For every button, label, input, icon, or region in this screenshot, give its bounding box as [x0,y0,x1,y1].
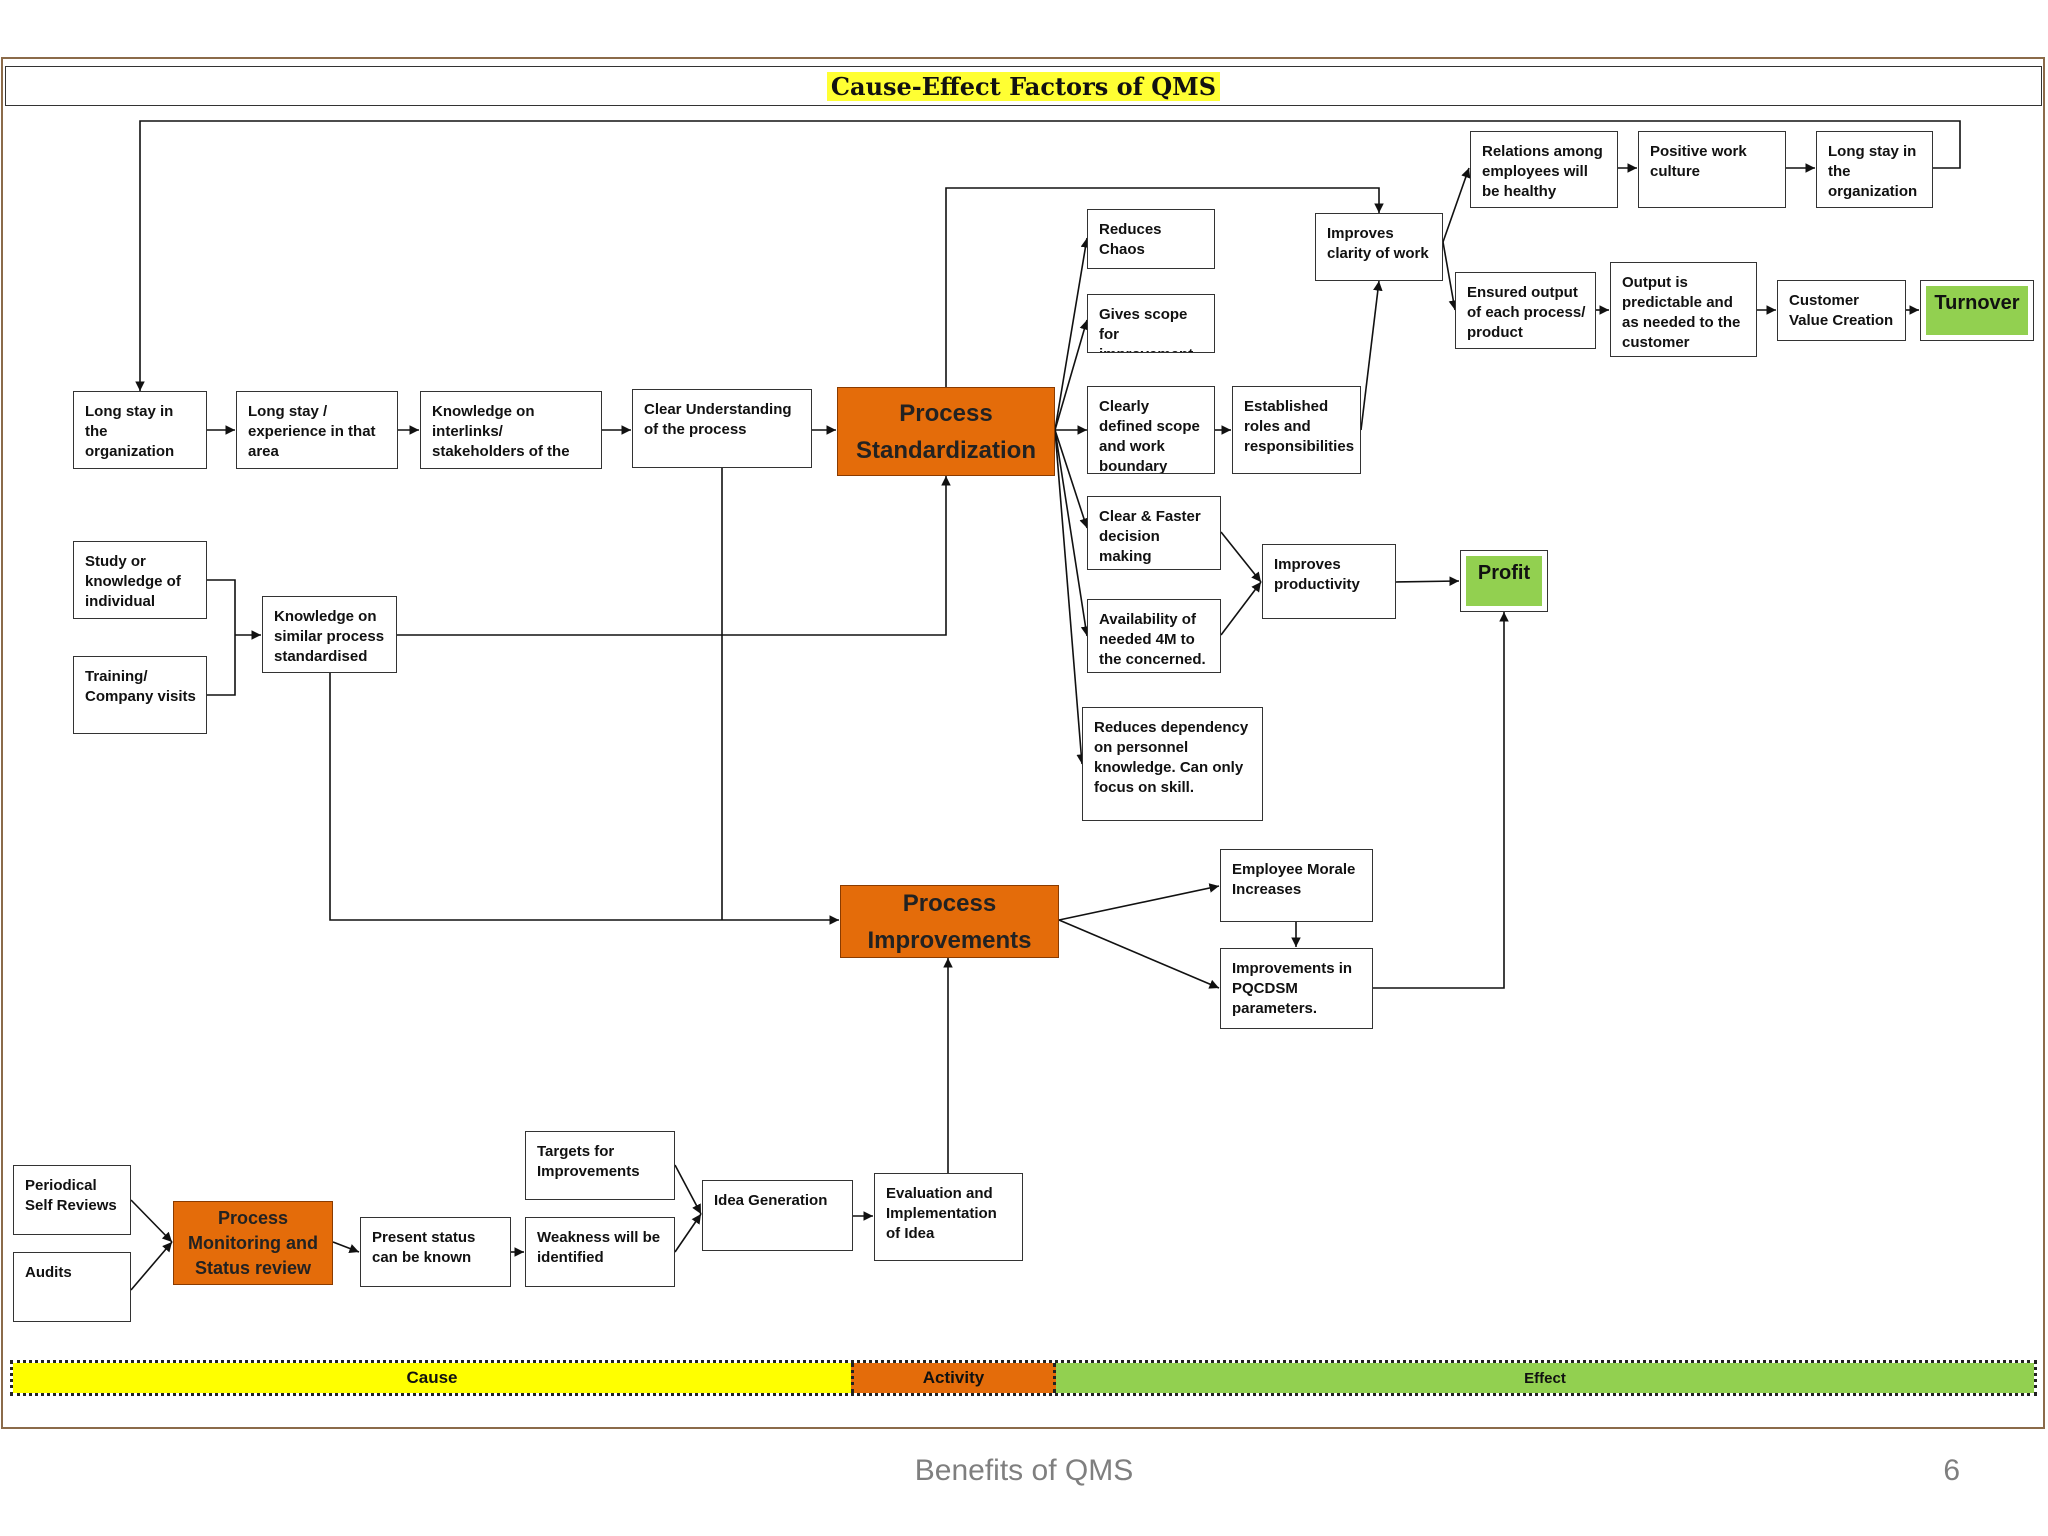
connector [1054,319,1089,431]
node-process-improvements: Process Improvements [840,885,1059,958]
node-idea-generation: Idea Generation [702,1180,853,1251]
title-bar: Cause-Effect Factors of QMS [5,66,2042,106]
node-process-monitoring: Process Monitoring and Status review [173,1201,333,1285]
node-improvements-pqcdsm: Improvements in PQCDSM parameters. [1220,948,1373,1029]
node-improves-productivity: Improves productivity [1262,544,1396,619]
node-weakness: Weakness will be identified [525,1217,675,1287]
node-improves-clarity: Improves clarity of work [1315,213,1443,281]
node-process-standardization: Process Standardization [837,387,1055,476]
node-evaluation: Evaluation and Implementation of Idea [874,1173,1023,1261]
node-long-stay-org: Long stay in the organization [73,391,207,469]
node-employee-morale: Employee Morale Increases [1220,849,1373,922]
connector [130,1199,173,1243]
connector [1054,237,1091,431]
connector [1220,581,1262,636]
node-profit: Profit [1460,550,1548,612]
node-availability-4m: Availability of needed 4M to the concern… [1087,599,1221,673]
connector [1442,241,1459,311]
node-output-predictable: Output is predictable and as needed to t… [1610,262,1757,357]
node-clear-faster: Clear & Faster decision making [1087,496,1221,570]
node-long-stay-experience: Long stay / experience in that area [236,391,398,469]
connector [1058,883,1220,921]
node-study-knowledge: Study or knowledge of individual [73,541,207,619]
node-audits: Audits [13,1252,131,1322]
connector [674,1213,702,1253]
connector [1054,429,1087,765]
node-targets: Targets for Improvements [525,1131,675,1200]
node-training-visits: Training/ Company visits [73,656,207,734]
legend-effect: Effect [1056,1363,2034,1393]
feedback-loop-connector [135,120,1961,391]
node-established-roles: Established roles and responsibilities [1232,386,1361,474]
node-gives-scope: Gives scope for improvement [1087,294,1215,353]
node-reduces-dependency: Reduces dependency on personnel knowledg… [1082,707,1263,821]
connector [130,1241,173,1291]
legend-cause: Cause [13,1363,851,1393]
node-present-status: Present status can be known [360,1217,511,1287]
profit-label: Profit [1466,556,1542,606]
node-knowledge-similar: Knowledge on similar process standardise… [262,596,397,673]
page-number: 6 [1943,1454,1960,1487]
diagram-title: Cause-Effect Factors of QMS [826,71,1221,101]
connector [1220,531,1262,583]
node-ensured-output: Ensured output of each process/ product [1455,272,1596,349]
connector [332,1241,360,1254]
connector [1395,576,1460,586]
node-turnover: Turnover [1920,280,2034,341]
node-reduces-chaos: Reduces Chaos [1087,209,1215,269]
legend-bar: Cause Activity Effect [10,1360,2037,1396]
connector [329,673,839,925]
connector [1373,612,1509,989]
legend-activity: Activity [851,1363,1056,1393]
slide-frame [1,57,2045,1429]
node-clearly-defined: Clearly defined scope and work boundary [1087,386,1215,474]
connector [1058,919,1220,989]
connector [945,187,1384,387]
connector [397,476,951,636]
connector [1360,280,1383,431]
footer-title: Benefits of QMS [914,1454,1134,1487]
node-positive-culture: Positive work culture [1638,131,1786,208]
connector [1442,167,1471,243]
connector [1054,429,1091,637]
node-periodical-reviews: Periodical Self Reviews [13,1165,131,1235]
node-clear-understanding: Clear Understanding of the process [632,389,812,468]
connector [674,1164,702,1215]
node-customer-value: Customer Value Creation [1777,280,1906,341]
connector [207,579,236,696]
turnover-label: Turnover [1926,286,2028,335]
node-knowledge-interlinks: Knowledge on interlinks/ stakeholders of… [420,391,602,469]
connector [1054,429,1089,529]
node-relations: Relations among employees will be health… [1470,131,1618,208]
node-long-stay-org-effect: Long stay in the organization [1816,131,1933,208]
